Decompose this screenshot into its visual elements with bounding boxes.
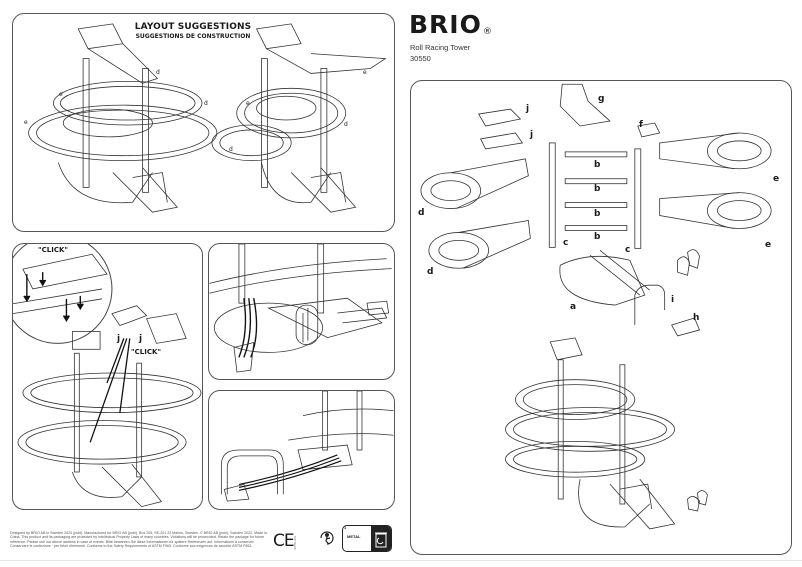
part-label-b: b bbox=[594, 209, 601, 219]
part-label: e bbox=[246, 100, 250, 107]
part-label-d: d bbox=[418, 208, 425, 218]
click-assembly-panel: "CLICK" "CLICK" j j bbox=[12, 243, 203, 510]
part-label: d bbox=[344, 121, 348, 128]
brand-name: BRIO bbox=[409, 10, 482, 39]
layout-subtitle: SUGGESTIONS DE CONSTRUCTION bbox=[135, 33, 251, 40]
brand-logo: BRIO® bbox=[409, 10, 493, 39]
tower-illustration-right bbox=[211, 23, 387, 213]
part-label-e: e bbox=[773, 174, 780, 184]
finish-detail-panel bbox=[208, 243, 395, 380]
part-label: e bbox=[59, 91, 63, 98]
part-label-f: f bbox=[639, 120, 643, 130]
part-label-j: j bbox=[117, 334, 121, 344]
part-car bbox=[687, 249, 700, 269]
part-c bbox=[548, 142, 556, 248]
click-label-side: "CLICK" bbox=[131, 348, 162, 356]
part-b bbox=[564, 202, 628, 208]
click-illustration bbox=[13, 244, 202, 509]
recycle-person-icon bbox=[318, 529, 336, 547]
tower-illustration-left bbox=[28, 23, 218, 213]
detail-magnifier bbox=[13, 244, 113, 344]
arch-detail-panel bbox=[208, 390, 395, 510]
layout-suggestions-panel: LAYOUT SUGGESTIONS SUGGESTIONS DE CONSTR… bbox=[12, 13, 395, 232]
part-label: d bbox=[229, 146, 233, 153]
part-b bbox=[564, 178, 628, 185]
recycle-bin-icon bbox=[371, 526, 391, 551]
part-label-j: j bbox=[530, 130, 534, 140]
part-b bbox=[564, 225, 628, 231]
part-c bbox=[634, 148, 642, 249]
part-label-h: h bbox=[693, 313, 700, 323]
part-car bbox=[677, 256, 690, 276]
part-label-g: g bbox=[598, 94, 605, 104]
parts-overview-panel: j j g f b b b b c c d d e e a i h bbox=[410, 80, 792, 555]
part-j bbox=[480, 132, 524, 150]
part-d bbox=[420, 158, 529, 209]
part-g bbox=[559, 83, 611, 127]
part-label-b: b bbox=[594, 232, 601, 242]
parts-illustration bbox=[411, 81, 791, 554]
part-label-b: b bbox=[594, 160, 601, 170]
part-e bbox=[659, 132, 772, 170]
part-label-j: j bbox=[139, 334, 143, 344]
part-j bbox=[478, 108, 522, 127]
part-label: e bbox=[363, 69, 367, 76]
layout-title: LAYOUT SUGGESTIONS bbox=[134, 22, 252, 32]
part-label: d bbox=[156, 69, 160, 76]
part-label-c: c bbox=[563, 238, 569, 248]
finish-illustration bbox=[209, 244, 394, 379]
product-name: Roll Racing Tower bbox=[410, 43, 471, 52]
part-label-d: d bbox=[427, 267, 434, 277]
ce-mark: CE bbox=[273, 531, 295, 551]
part-label-c: c bbox=[625, 245, 631, 255]
recycling-label: METAL bbox=[347, 534, 361, 539]
product-number: 30550 bbox=[410, 54, 431, 63]
metal-recycling-badge: 1 METAL bbox=[342, 525, 392, 552]
article-code: 30550-001 bbox=[293, 535, 297, 550]
part-e bbox=[659, 192, 772, 229]
part-label-b: b bbox=[594, 184, 601, 194]
part-label-j: j bbox=[526, 104, 530, 114]
part-i bbox=[634, 284, 666, 325]
recycling-number: 1 bbox=[344, 525, 347, 530]
part-d bbox=[428, 220, 531, 269]
part-label-i: i bbox=[671, 295, 675, 305]
part-label: d bbox=[204, 100, 208, 107]
layout-illustrations bbox=[13, 14, 394, 231]
part-label-e: e bbox=[765, 240, 772, 250]
part-label-a: a bbox=[570, 302, 577, 312]
bottom-divider bbox=[0, 560, 802, 561]
part-a bbox=[559, 255, 646, 306]
part-label: e bbox=[24, 119, 28, 126]
part-f bbox=[637, 122, 661, 138]
assembled-tower bbox=[505, 337, 708, 530]
part-h bbox=[671, 317, 701, 337]
click-label-top: "CLICK" bbox=[38, 246, 69, 254]
legal-text: Designed by BRIO AB in Sweden 2020 (publ… bbox=[10, 531, 267, 549]
part-b bbox=[564, 151, 628, 158]
arch-illustration bbox=[209, 391, 394, 509]
registered-mark: ® bbox=[482, 27, 493, 37]
